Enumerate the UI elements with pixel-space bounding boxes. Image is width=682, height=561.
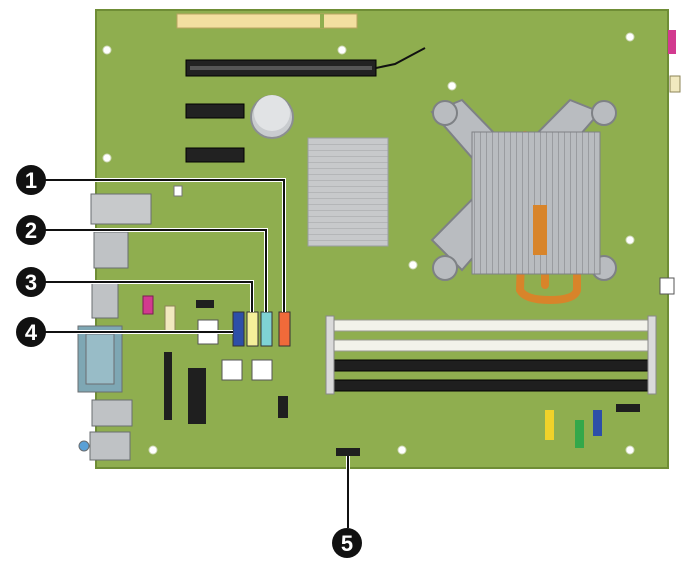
svg-text:3: 3 (25, 270, 37, 295)
callout-1: 1 (16, 165, 46, 195)
svg-text:1: 1 (25, 168, 37, 193)
callout-2: 2 (16, 215, 46, 245)
svg-text:5: 5 (341, 531, 353, 556)
callout-4: 4 (16, 317, 46, 347)
sata-connectors (232, 311, 291, 347)
rear-io-panel (77, 193, 152, 461)
pcie-x1-slots (185, 103, 245, 163)
sata-connector-1 (278, 311, 291, 347)
sata-connector-2 (260, 311, 273, 347)
sata-connector-4 (232, 311, 245, 347)
chipset-heatsink (307, 137, 389, 247)
callout-5: 5 (332, 528, 362, 558)
pcie-x16-slot (185, 47, 426, 77)
callout-3: 3 (16, 267, 46, 297)
svg-text:4: 4 (25, 320, 38, 345)
dimm-slots (325, 315, 657, 395)
cmos-battery (250, 95, 294, 139)
svg-text:2: 2 (25, 218, 37, 243)
mounting-holes (102, 32, 635, 455)
pci-slot (176, 13, 358, 29)
sata-connector-3 (246, 311, 259, 347)
